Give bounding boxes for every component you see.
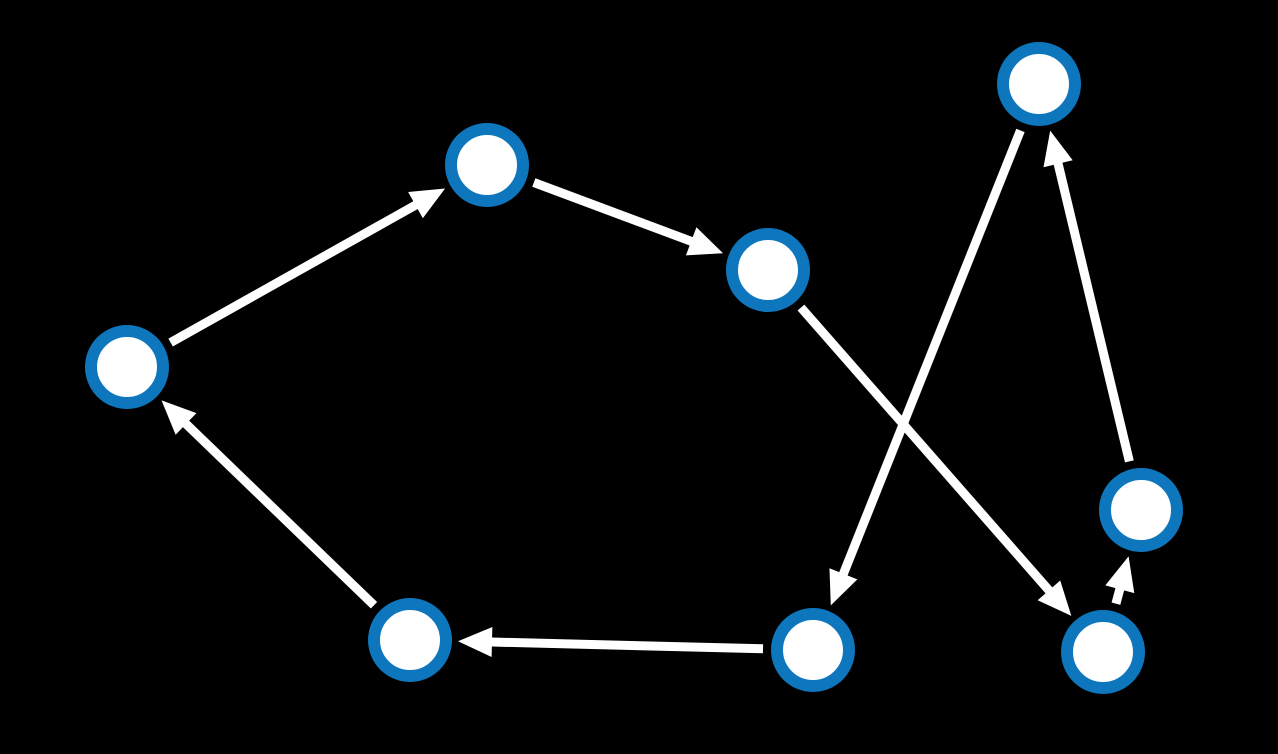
graph-node-n3[interactable]: [726, 228, 810, 312]
edges-layer: [161, 128, 1135, 658]
node-circle-n5[interactable]: [1099, 468, 1183, 552]
graph-edge-n1-n2: [168, 199, 422, 347]
graph-arrowhead-n6-n5: [1105, 556, 1135, 594]
graph-edge-n8-n1: [180, 417, 378, 609]
graph-arrowhead-n5-n4: [1043, 130, 1073, 168]
graph-node-n7[interactable]: [771, 608, 855, 692]
node-circle-n4[interactable]: [997, 42, 1081, 126]
graph-arrowhead-n1-n2: [408, 188, 446, 219]
node-circle-n3[interactable]: [726, 228, 810, 312]
graph-node-n2[interactable]: [445, 123, 529, 207]
graph-edge-n3-n6: [797, 304, 1055, 597]
graph-node-n1[interactable]: [85, 325, 169, 409]
graph-arrowhead-n8-n1: [161, 400, 197, 435]
node-circle-n1[interactable]: [85, 325, 169, 409]
graph-arrowhead-n3-n6: [1037, 580, 1072, 616]
graph-edge-n2-n3: [532, 178, 697, 247]
graph-node-n4[interactable]: [997, 42, 1081, 126]
graph-edge-n5-n4: [1052, 158, 1134, 463]
graph-edge-n4-n7: [837, 128, 1025, 580]
node-circle-n6[interactable]: [1061, 610, 1145, 694]
graph-node-n6[interactable]: [1061, 610, 1145, 694]
graph-edge-n7-n8: [487, 637, 764, 654]
graph-node-n8[interactable]: [368, 598, 452, 682]
node-circle-n8[interactable]: [368, 598, 452, 682]
node-circle-n2[interactable]: [445, 123, 529, 207]
graph-arrowhead-n2-n3: [685, 227, 724, 256]
node-circle-n7[interactable]: [771, 608, 855, 692]
graph-node-n5[interactable]: [1099, 468, 1183, 552]
graph-arrowhead-n4-n7: [829, 568, 858, 606]
graph-arrowhead-n7-n8: [457, 627, 493, 658]
nodes-layer: [85, 42, 1183, 694]
